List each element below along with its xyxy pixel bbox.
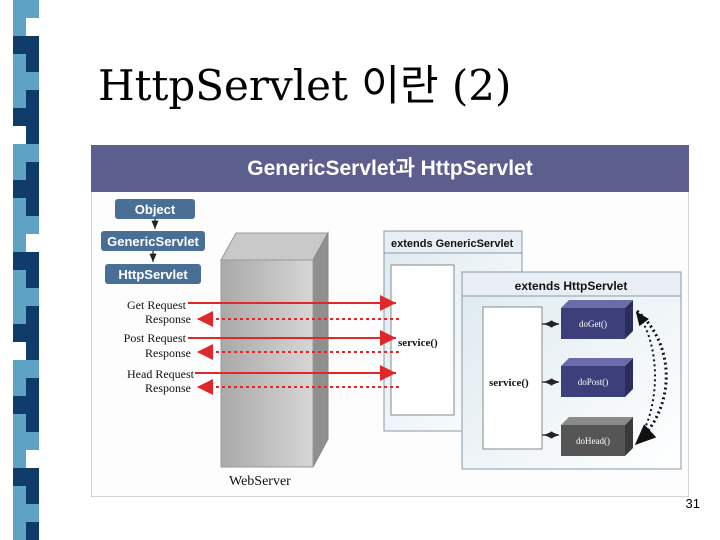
generic-service-method: service() (398, 337, 438, 349)
diagram-title: GenericServlet과 HttpServlet (247, 157, 532, 180)
service-handler-arrows (542, 320, 559, 439)
strip-square (13, 486, 26, 504)
request-label-post: Post Request (124, 331, 187, 345)
request-label-get: Get Request (127, 298, 187, 312)
class-hierarchy: Object GenericServlet HttpServlet (101, 199, 205, 284)
page-number: 31 (685, 496, 700, 511)
strip-square (26, 234, 39, 252)
class-box-genericservlet (101, 231, 205, 251)
strip-square (26, 306, 39, 324)
request-label-head: Head Request (127, 367, 195, 381)
strip-square (13, 414, 26, 432)
class-box-object (115, 199, 195, 219)
response-label-get: Response (145, 312, 191, 326)
handler-cycle-arc (634, 309, 668, 446)
handler-label-dohead: doHead() (576, 436, 610, 446)
handler-label-dopost: doPost() (578, 377, 609, 387)
handler-dohead (561, 417, 633, 456)
handler-label-doget: doGet() (579, 319, 607, 329)
class-box-httpservlet (105, 264, 201, 284)
strip-square (26, 90, 39, 108)
strip-square (26, 378, 39, 396)
response-arrows (197, 311, 399, 395)
handler-doget (561, 300, 633, 339)
strip-square (13, 342, 26, 360)
webserver-label: WebServer (229, 474, 291, 489)
handler-cycle-arc-inner (635, 311, 656, 444)
class-label-genericservlet: GenericServlet (107, 234, 199, 249)
webserver-box (220, 231, 329, 468)
strip-square (26, 162, 39, 180)
handler-dopost (561, 358, 633, 397)
request-arrows (188, 295, 396, 381)
decorative-side-strip (13, 0, 39, 540)
strip-square (26, 18, 39, 36)
class-label-object: Object (135, 202, 176, 217)
strip-square (13, 54, 26, 72)
http-panel-title: extends HttpServlet (515, 279, 628, 293)
generic-panel-title: extends GenericServlet (391, 238, 514, 250)
slide-title: HttpServlet 이란 (2) (98, 61, 512, 110)
http-service-method: service() (489, 377, 529, 389)
strip-square (13, 126, 26, 144)
servlet-diagram: GenericServlet과 HttpServlet Object Gener… (91, 145, 689, 497)
strip-square (26, 450, 39, 468)
strip-square (13, 270, 26, 288)
response-label-post: Response (145, 346, 191, 360)
strip-square (13, 198, 26, 216)
diagram-title-band (91, 145, 689, 192)
strip-square (26, 522, 39, 540)
response-label-head: Response (145, 381, 191, 395)
class-label-httpservlet: HttpServlet (118, 267, 188, 282)
